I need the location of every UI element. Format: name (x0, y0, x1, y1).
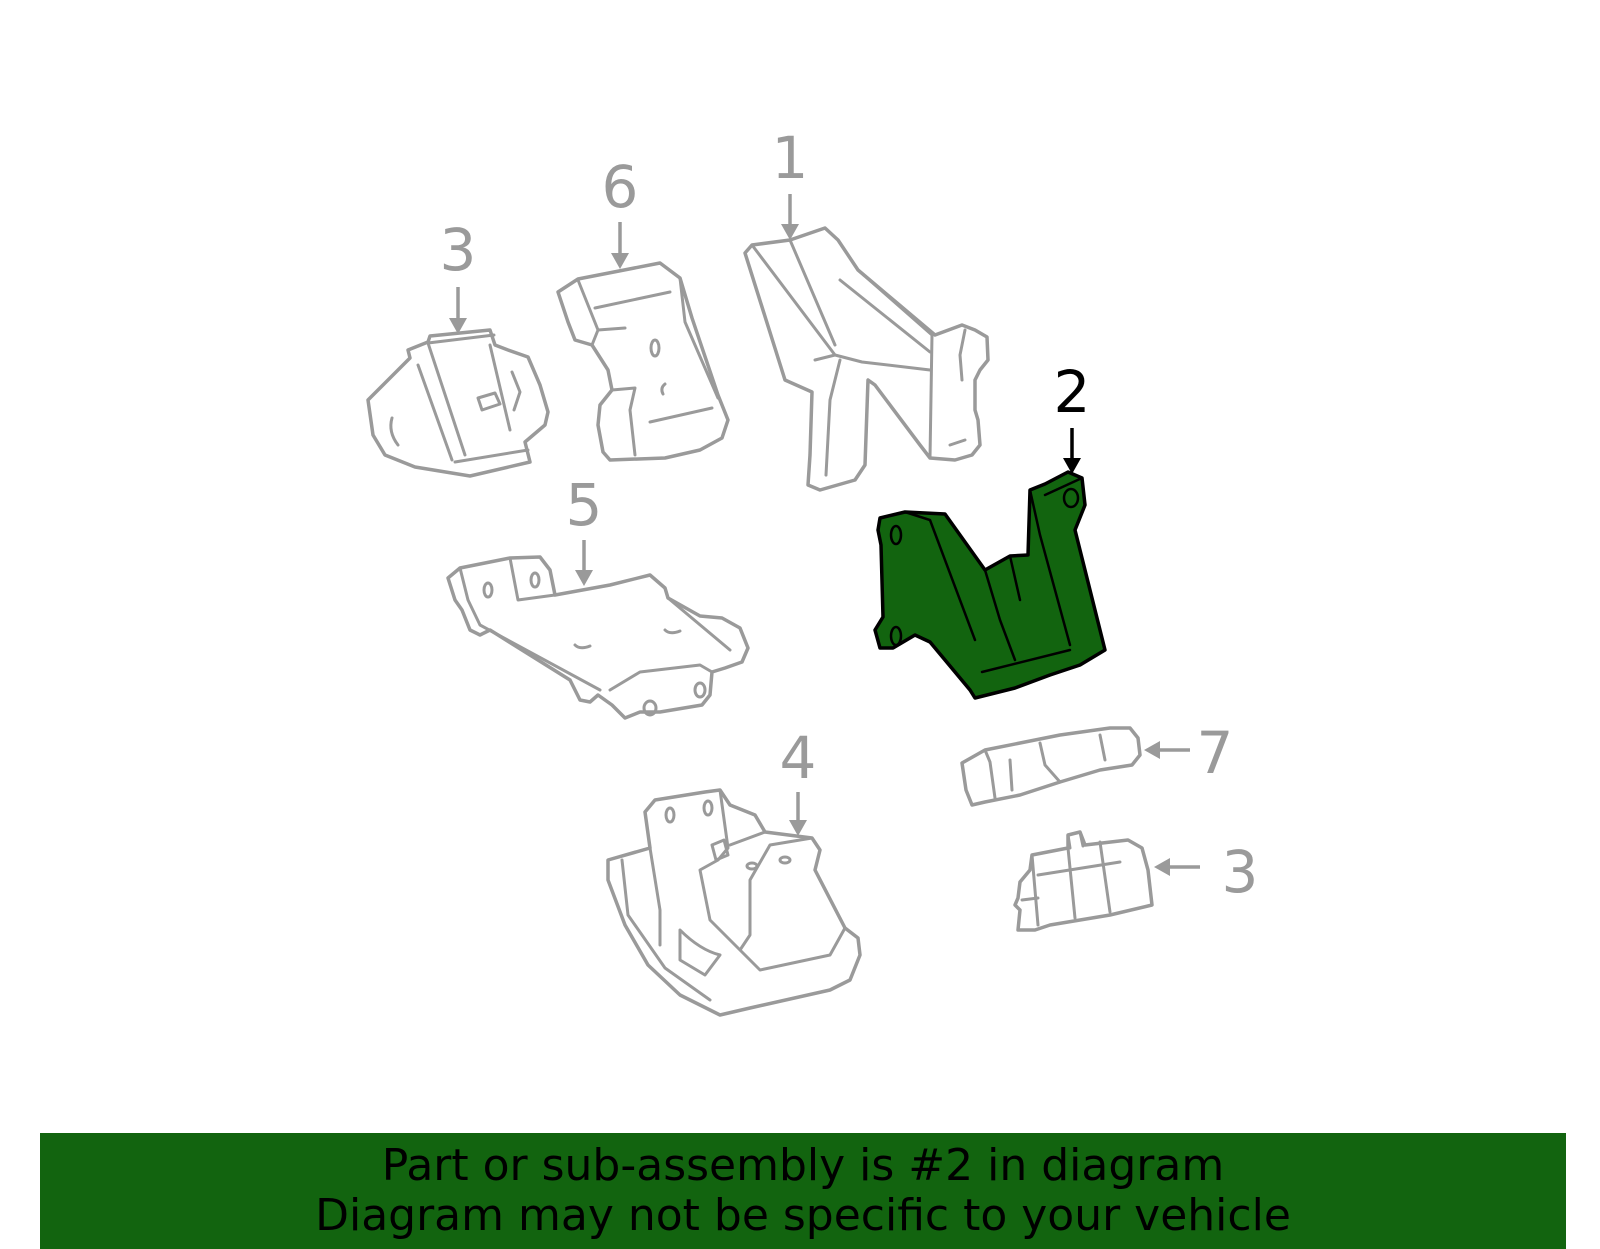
callout-6: 6 (602, 153, 639, 269)
callout-1-arrowhead (781, 224, 799, 240)
part-5-plate[interactable] (446, 555, 750, 720)
callout-3-lower: 3 (1154, 838, 1258, 906)
callout-2-label: 2 (1054, 358, 1091, 426)
callout-1-label: 1 (772, 124, 809, 192)
callout-2-arrowhead (1063, 458, 1081, 474)
callout-7-arrowhead (1144, 741, 1160, 759)
callout-2: 2 (1054, 358, 1091, 474)
callout-6-arrowhead (611, 253, 629, 269)
callout-4-label: 4 (780, 724, 817, 792)
callout-4: 4 (780, 724, 817, 836)
callout-5-label: 5 (566, 471, 603, 539)
callout-6-label: 6 (602, 153, 639, 221)
part-3-upper-mount[interactable] (366, 328, 550, 478)
callout-7-label: 7 (1197, 719, 1234, 787)
part-6-insulator[interactable] (556, 261, 730, 462)
part-4-mount[interactable] (606, 788, 862, 1017)
callout-5-arrowhead (575, 570, 593, 586)
banner-line-2: Diagram may not be specific to your vehi… (315, 1190, 1291, 1241)
part-1-bracket[interactable] (743, 226, 990, 492)
callout-3-upper-arrowhead (449, 318, 467, 334)
info-banner: Part or sub-assembly is #2 in diagram Di… (40, 1133, 1566, 1249)
callout-3-upper-label: 3 (440, 216, 477, 284)
callout-3-lower-label: 3 (1222, 838, 1259, 906)
callout-4-arrowhead (789, 820, 807, 836)
part-3-lower-mount[interactable] (1013, 830, 1154, 932)
callout-7: 7 (1144, 719, 1233, 787)
callout-1: 1 (772, 124, 809, 240)
part-2-bracket-highlighted[interactable] (873, 470, 1107, 700)
callout-3-lower-arrowhead (1154, 858, 1170, 876)
callout-3-upper: 3 (440, 216, 477, 334)
banner-line-1: Part or sub-assembly is #2 in diagram (381, 1140, 1225, 1191)
part-7-shield[interactable] (960, 726, 1142, 807)
callout-5: 5 (566, 471, 603, 586)
